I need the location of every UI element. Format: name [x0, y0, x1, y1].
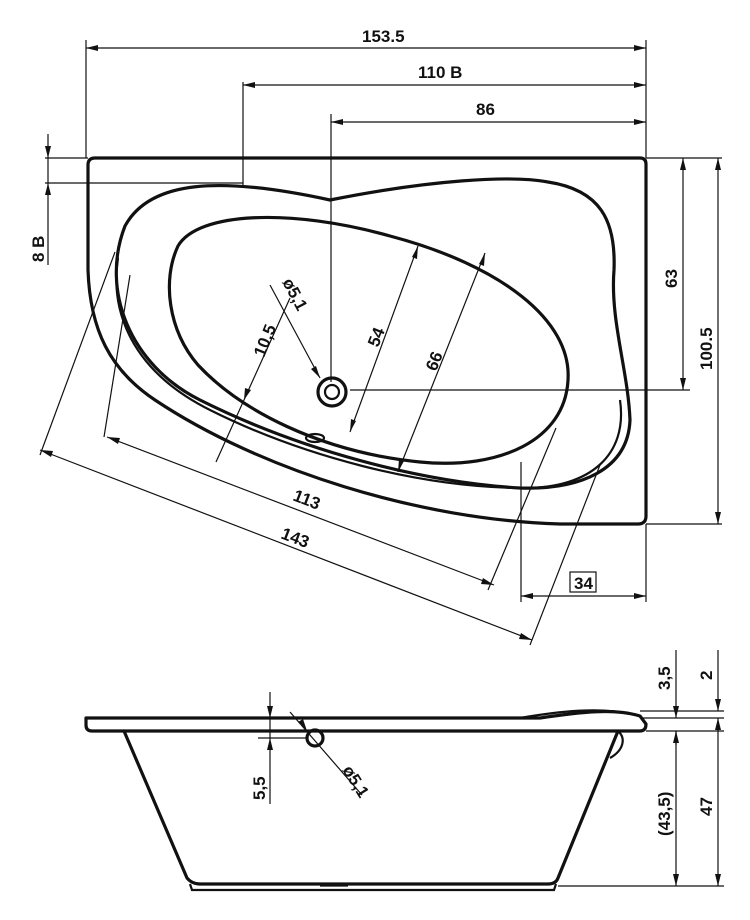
drain-inner: [323, 383, 341, 401]
dim-10-5: 10,5: [250, 322, 280, 360]
dim-110-b: 110 B: [418, 63, 462, 82]
bathtub-rim-outline: [86, 156, 648, 526]
dim-47: 47: [697, 797, 716, 816]
dim-2: 2: [697, 671, 716, 680]
basin-outline-inner: [115, 257, 623, 490]
side-body-outline: [122, 729, 620, 886]
basin-outline: [114, 177, 632, 490]
dim-8-b: 8 B: [29, 236, 48, 262]
basin-bottom-outline: [167, 215, 570, 465]
side-rim-outline: [84, 709, 648, 733]
dim-153-5: 153.5: [362, 27, 405, 46]
dim-5-5: 5,5: [250, 776, 269, 800]
side-view: 5,5 ø5,1 3,5 2 (43,5) 47: [84, 650, 724, 892]
dim-54: 54: [364, 324, 389, 349]
drain-outer: [316, 376, 348, 408]
top-view: 153.5 110 B 86 8 B 63 100.5: [29, 27, 722, 646]
side-feet: [188, 883, 558, 892]
side-body-lip: [609, 730, 624, 759]
dim-34-box: [569, 571, 597, 593]
side-rim-raise: [519, 709, 631, 720]
dim-3-5: 3,5: [655, 666, 674, 690]
dim-100-5: 100.5: [697, 327, 716, 370]
dim-63: 63: [662, 269, 681, 288]
dim-34: 34: [574, 574, 593, 593]
overflow-mark: [304, 432, 326, 444]
dim-overflow-diameter: ø5,1: [339, 762, 373, 801]
dim-143: 143: [279, 524, 312, 552]
dim-86: 86: [476, 100, 495, 119]
dim-43-5: (43,5): [655, 792, 674, 836]
dim-drain-diameter: ø5,1: [278, 275, 311, 314]
dim-66: 66: [422, 349, 447, 374]
